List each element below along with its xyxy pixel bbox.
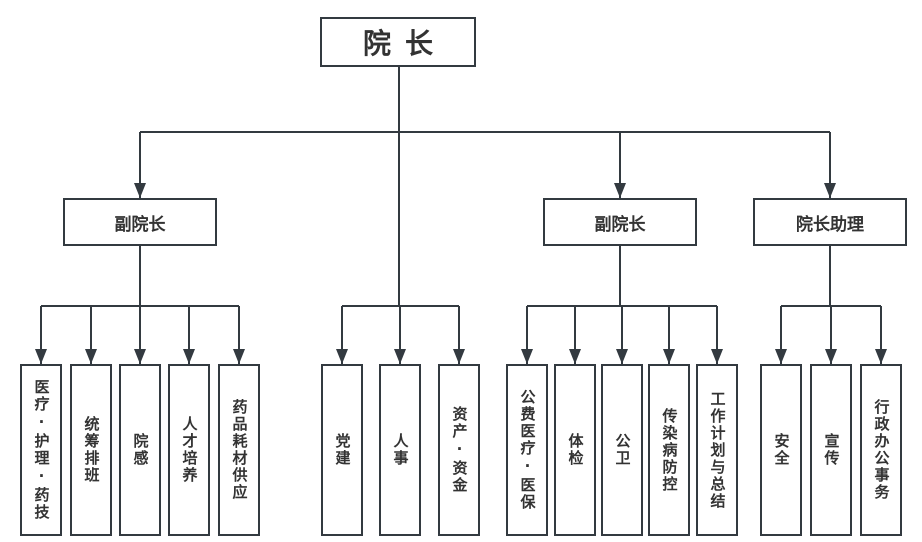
leaf-node-label: 人才培养 <box>180 416 199 484</box>
arrowhead-icon <box>233 349 245 364</box>
leaf-node-label: 公费医疗·医保 <box>518 389 537 511</box>
arrowhead-icon <box>183 349 195 364</box>
leaf-node-label: 医疗·护理·药技 <box>32 379 51 521</box>
leaf-node-label: 工作计划与总结 <box>708 390 727 510</box>
mid-node-3[interactable]: 院长助理 <box>753 198 907 246</box>
leaf-node-label: 传染病防控 <box>660 407 679 493</box>
leaf-node[interactable]: 党建 <box>321 364 363 536</box>
leaf-node-label: 药品耗材供应 <box>230 399 249 501</box>
leaf-node[interactable]: 医疗·护理·药技 <box>20 364 62 536</box>
root-node-label: 院长 <box>362 27 447 60</box>
mid-node-3-label: 院长助理 <box>796 214 864 235</box>
mid-node-2[interactable]: 副院长 <box>543 198 697 246</box>
arrowhead-icon <box>134 183 146 198</box>
arrowhead-icon <box>336 349 348 364</box>
arrowhead-icon <box>453 349 465 364</box>
leaf-node-label: 行政办公事务 <box>872 399 891 501</box>
leaf-node-label: 安全 <box>772 433 791 467</box>
mid-node-0-label: 副院长 <box>114 214 166 235</box>
leaf-node[interactable]: 行政办公事务 <box>860 364 902 536</box>
leaf-node-label: 党建 <box>333 433 352 467</box>
mid-node-2-label: 副院长 <box>594 214 646 235</box>
leaf-node[interactable]: 人才培养 <box>168 364 210 536</box>
leaf-node[interactable]: 体检 <box>554 364 596 536</box>
leaf-node-label: 统筹排班 <box>82 416 101 484</box>
leaf-node-label: 体检 <box>566 433 585 467</box>
arrowhead-icon <box>616 349 628 364</box>
arrowhead-icon <box>614 183 626 198</box>
leaf-node[interactable]: 人事 <box>379 364 421 536</box>
leaf-node-label: 资产·资金 <box>450 406 469 494</box>
leaf-node[interactable]: 公费医疗·医保 <box>506 364 548 536</box>
leaf-node-label: 人事 <box>391 433 410 467</box>
leaf-node-label: 院感 <box>131 433 150 467</box>
leaf-node[interactable]: 院感 <box>119 364 161 536</box>
leaf-node[interactable]: 传染病防控 <box>648 364 690 536</box>
leaf-node[interactable]: 公卫 <box>601 364 643 536</box>
leaf-node-label: 宣传 <box>822 433 841 467</box>
leaf-node[interactable]: 安全 <box>760 364 802 536</box>
arrowhead-icon <box>711 349 723 364</box>
arrowhead-icon <box>825 349 837 364</box>
arrowhead-icon <box>569 349 581 364</box>
leaf-node[interactable]: 工作计划与总结 <box>696 364 738 536</box>
arrowhead-icon <box>394 349 406 364</box>
leaf-node[interactable]: 宣传 <box>810 364 852 536</box>
leaf-node[interactable]: 资产·资金 <box>438 364 480 536</box>
mid-node-0[interactable]: 副院长 <box>63 198 217 246</box>
leaf-node-label: 公卫 <box>613 433 632 467</box>
arrowhead-icon <box>35 349 47 364</box>
arrowhead-icon <box>134 349 146 364</box>
arrowhead-icon <box>521 349 533 364</box>
arrowhead-icon <box>663 349 675 364</box>
root-node-dean[interactable]: 院长 <box>320 17 476 67</box>
arrowhead-icon <box>824 183 836 198</box>
leaf-node[interactable]: 药品耗材供应 <box>218 364 260 536</box>
arrowhead-icon <box>875 349 887 364</box>
arrowhead-icon <box>85 349 97 364</box>
arrowhead-icon <box>775 349 787 364</box>
leaf-node[interactable]: 统筹排班 <box>70 364 112 536</box>
